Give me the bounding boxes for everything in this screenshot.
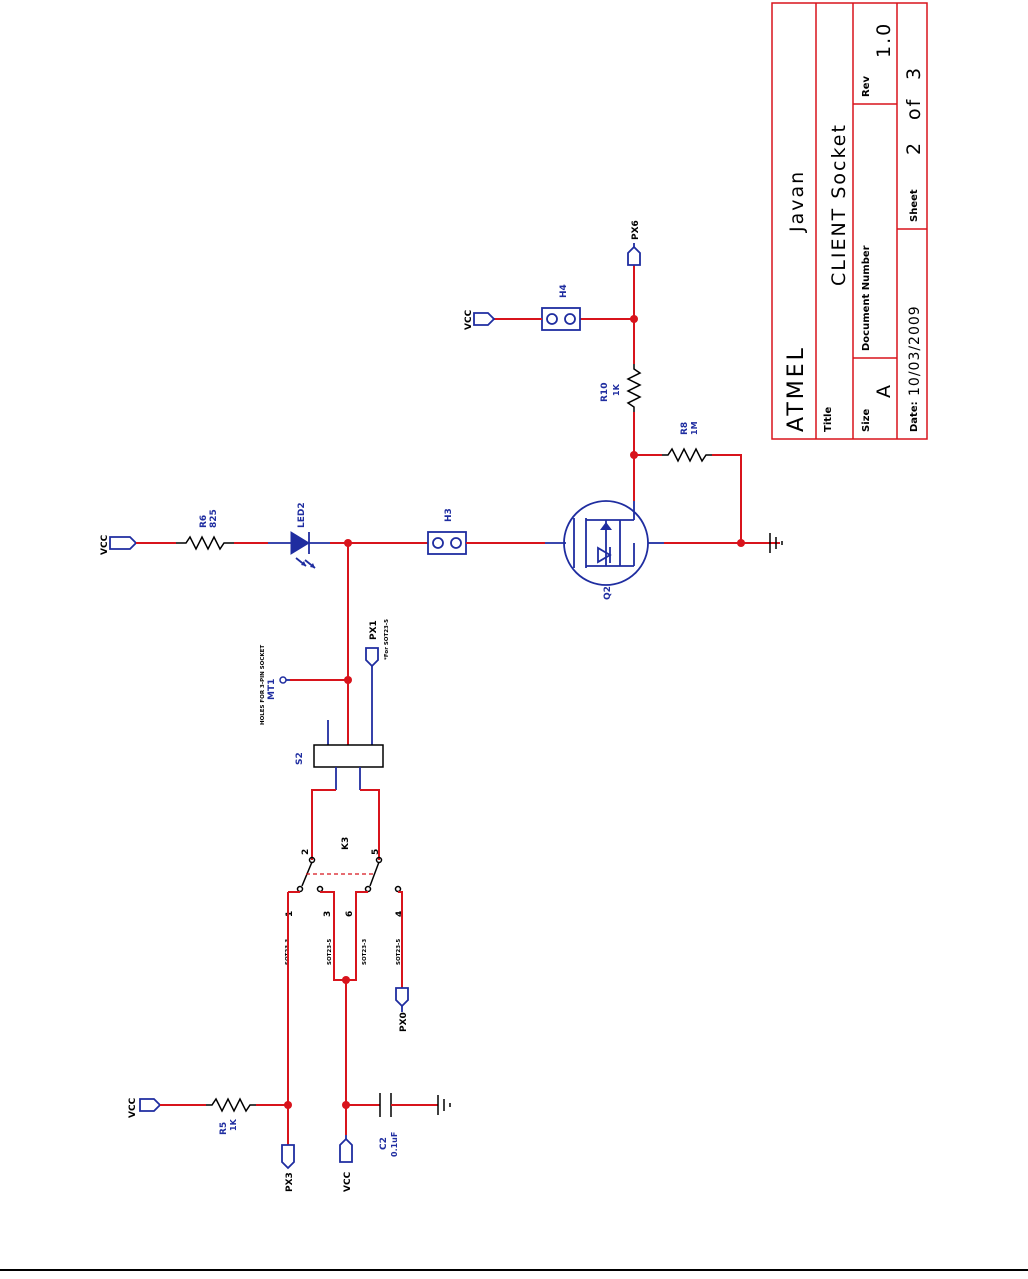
tb-date: 10/03/2009: [907, 305, 923, 396]
tb-size: A: [873, 383, 895, 398]
led-led2: LED2: [268, 502, 330, 568]
tb-sheet-label: Sheet: [909, 189, 920, 222]
vcc-port-h4: VCC: [464, 309, 494, 330]
tb-date-label: Date:: [909, 401, 920, 432]
h4-ref: H4: [559, 284, 569, 298]
title-block: ATMEL Javan Title CLIENT Socket Size A D…: [772, 3, 927, 439]
tb-rev-label: Rev: [861, 76, 872, 97]
tb-size-label: Size: [861, 409, 872, 432]
k3-pin-5: 5: [371, 849, 381, 855]
resistor-r6: R6 825: [176, 509, 268, 549]
k3-pin-4: 4: [395, 911, 405, 917]
header-h4: H4: [542, 284, 580, 330]
s2-ref: S2: [295, 752, 305, 765]
vcc-label-top: VCC: [100, 534, 110, 555]
px3-label: PX3: [285, 1172, 295, 1192]
tb-title: CLIENT Socket: [828, 123, 850, 286]
tb-of: of: [903, 98, 925, 120]
px1-label: PX1: [369, 620, 379, 640]
tb-sheet: 2: [903, 141, 925, 155]
resistor-r10: R10 1K: [600, 319, 640, 455]
q2-ref: Q2: [603, 586, 613, 600]
capacitor-c2: C2 0.1uF: [346, 1093, 438, 1157]
led2-ref: LED2: [297, 502, 307, 528]
px0-port: PX0: [396, 988, 409, 1032]
sot-label-3: SOT23-3: [362, 939, 368, 965]
ground-bottom: [438, 1095, 450, 1115]
mounting-mt1: MT1 HOLES FOR 3-PIN SOCKET: [260, 645, 286, 725]
header-h3: H3: [428, 508, 466, 554]
r8-ref: R8: [680, 422, 690, 435]
r6-ref: R6: [199, 515, 209, 528]
mosfet-q2: Q2: [545, 501, 664, 600]
tb-sheet-total: 3: [903, 66, 925, 80]
px3-port: PX3: [282, 1145, 295, 1192]
r5-ref: R5: [219, 1122, 229, 1135]
px6-label: PX6: [631, 220, 641, 240]
k3-pin-1: 1: [285, 911, 295, 917]
mt1-note: HOLES FOR 3-PIN SOCKET: [260, 645, 266, 725]
tb-company: ATMEL: [784, 345, 809, 432]
c2-value: 0.1uF: [390, 1132, 399, 1157]
r10-ref: R10: [600, 383, 610, 402]
tb-rev: 1.0: [873, 22, 895, 58]
resistor-r5: R5 1K: [206, 1099, 288, 1135]
k3-pin-3: 3: [323, 911, 333, 917]
tb-docnum-label: Document Number: [861, 245, 872, 351]
px6-port: PX6: [628, 220, 641, 265]
vcc-port-bottom: VCC: [340, 1135, 353, 1192]
vcc-label-bottom: VCC: [343, 1171, 353, 1192]
vcc-label-r5: VCC: [128, 1097, 138, 1118]
px1-port: PX1 *For SOT23-5: [366, 619, 390, 745]
resistor-r8: R8 1M: [634, 421, 741, 543]
k3-ref: K3: [341, 837, 351, 850]
r8-value: 1M: [690, 421, 699, 435]
r10-value: 1K: [612, 383, 621, 396]
socket-s2: S2: [295, 720, 383, 790]
vcc-port-r5: VCC: [128, 1097, 206, 1118]
r5-value: 1K: [229, 1118, 238, 1131]
sot-label-2: SOT23-5: [327, 939, 333, 965]
relay-k3: K3 2 5 1 3 6 4: [285, 837, 405, 917]
mt1-ref: MT1: [267, 679, 277, 700]
k3-pin-2: 2: [301, 849, 311, 855]
tb-title-label: Title: [823, 407, 834, 432]
r6-value: 825: [209, 509, 219, 528]
px1-note: *For SOT23-5: [384, 619, 390, 660]
k3-pin-6: 6: [345, 911, 355, 917]
c2-ref: C2: [379, 1137, 389, 1150]
vcc-label-h4: VCC: [464, 309, 474, 330]
tb-project: Javan: [786, 170, 808, 233]
h3-ref: H3: [444, 508, 454, 522]
vcc-port-top: VCC: [100, 534, 176, 555]
px0-label: PX0: [399, 1012, 409, 1032]
